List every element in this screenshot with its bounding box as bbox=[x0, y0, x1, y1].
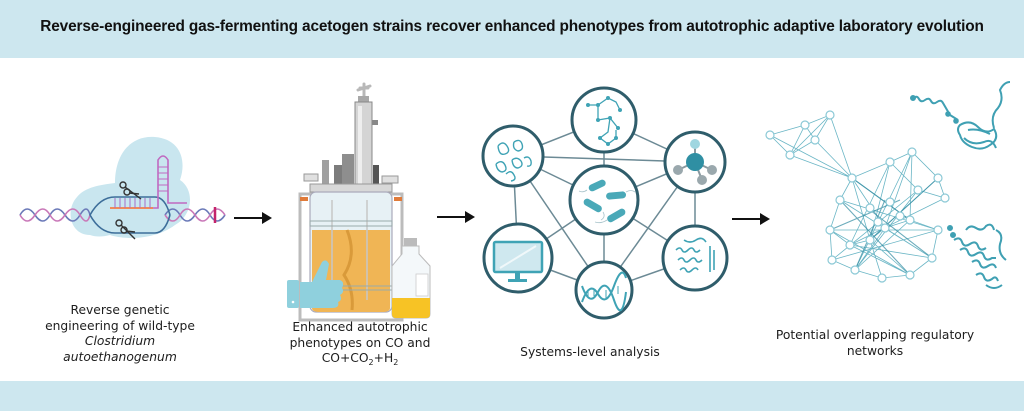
dna-helix-left bbox=[19, 208, 91, 222]
species-genus: Clostridium bbox=[84, 334, 156, 348]
process-arrow-icon bbox=[437, 211, 475, 223]
process-arrow-icon bbox=[234, 212, 272, 224]
formula-subscript: 2 bbox=[368, 358, 374, 367]
node-bacteria-cells bbox=[568, 164, 640, 236]
bioreactor-illustration bbox=[287, 82, 431, 322]
node-metabolite-molecule bbox=[663, 130, 727, 194]
node-protein-interactions bbox=[481, 124, 545, 188]
unwound-dna-strands bbox=[89, 196, 171, 234]
caption-line: phenotypes on CO and bbox=[289, 335, 431, 350]
cas-protein-blob bbox=[70, 136, 191, 238]
media-bottle-icon bbox=[391, 238, 431, 319]
dna-helix-right bbox=[164, 207, 226, 223]
caption-line: Reverse genetic bbox=[70, 303, 170, 317]
network-nodes bbox=[765, 110, 950, 283]
process-arrow-icon bbox=[732, 213, 770, 225]
caption-line: engineering of wild-type bbox=[45, 318, 195, 333]
reactor-top-assembly bbox=[303, 82, 399, 193]
omics-network-illustration bbox=[481, 86, 729, 320]
caption-line: Enhanced autotrophic bbox=[292, 320, 428, 334]
node-dna-helix bbox=[574, 260, 634, 320]
species-epithet: autoethanogenum bbox=[63, 349, 177, 364]
caption-bioreactor: Enhanced autotrophic phenotypes on CO an… bbox=[270, 320, 450, 367]
node-computer-monitor bbox=[482, 222, 554, 294]
protein-structure-top bbox=[910, 81, 1011, 150]
formula-subscript: 2 bbox=[393, 358, 399, 367]
caption-line: Systems-level analysis bbox=[520, 345, 660, 359]
title-band: Reverse-engineered gas-fermenting acetog… bbox=[0, 0, 1024, 58]
regulatory-network-illustration bbox=[765, 81, 1011, 289]
formula-part: CO+CO bbox=[321, 351, 369, 365]
caption-line: Potential overlapping regulatory bbox=[775, 328, 975, 342]
caption-reverse-engineering: Reverse genetic engineering of wild-type… bbox=[20, 303, 220, 365]
gas-formula: CO+CO2+H2 bbox=[270, 351, 450, 367]
figure-title: Reverse-engineered gas-fermenting acetog… bbox=[40, 18, 984, 35]
node-protein-structure bbox=[661, 224, 729, 292]
formula-part: +H bbox=[373, 351, 394, 365]
protein-structure-bottom bbox=[947, 223, 1007, 289]
scissors-icon bbox=[115, 219, 136, 240]
crispr-dna-illustration bbox=[19, 136, 226, 240]
caption-systems-analysis: Systems-level analysis bbox=[510, 345, 670, 361]
network-graph bbox=[769, 114, 946, 279]
caption-regulatory-networks: Potential overlapping regulatory network… bbox=[760, 328, 990, 359]
guide-rna bbox=[110, 155, 187, 209]
thumbs-up-icon bbox=[287, 260, 344, 308]
scissors-icon bbox=[119, 181, 142, 200]
node-metabolic-pathway bbox=[570, 86, 638, 154]
footer-band bbox=[0, 381, 1024, 411]
caption-line: networks bbox=[846, 343, 904, 358]
